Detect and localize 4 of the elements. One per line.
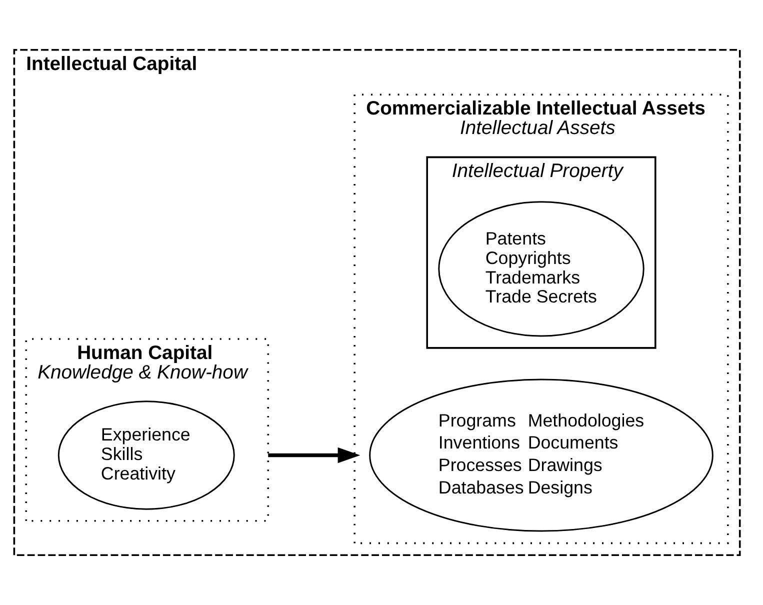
node-ellipse: Experience Skills Creativity [58, 400, 235, 510]
node-ellipse: Patents Copyrights Trademarks Trade Secrets [438, 201, 644, 337]
node-ellipse: Programs Methodologies Inventions Documents Processes Drawings Databases Designs [369, 378, 714, 532]
arrow [268, 447, 360, 464]
